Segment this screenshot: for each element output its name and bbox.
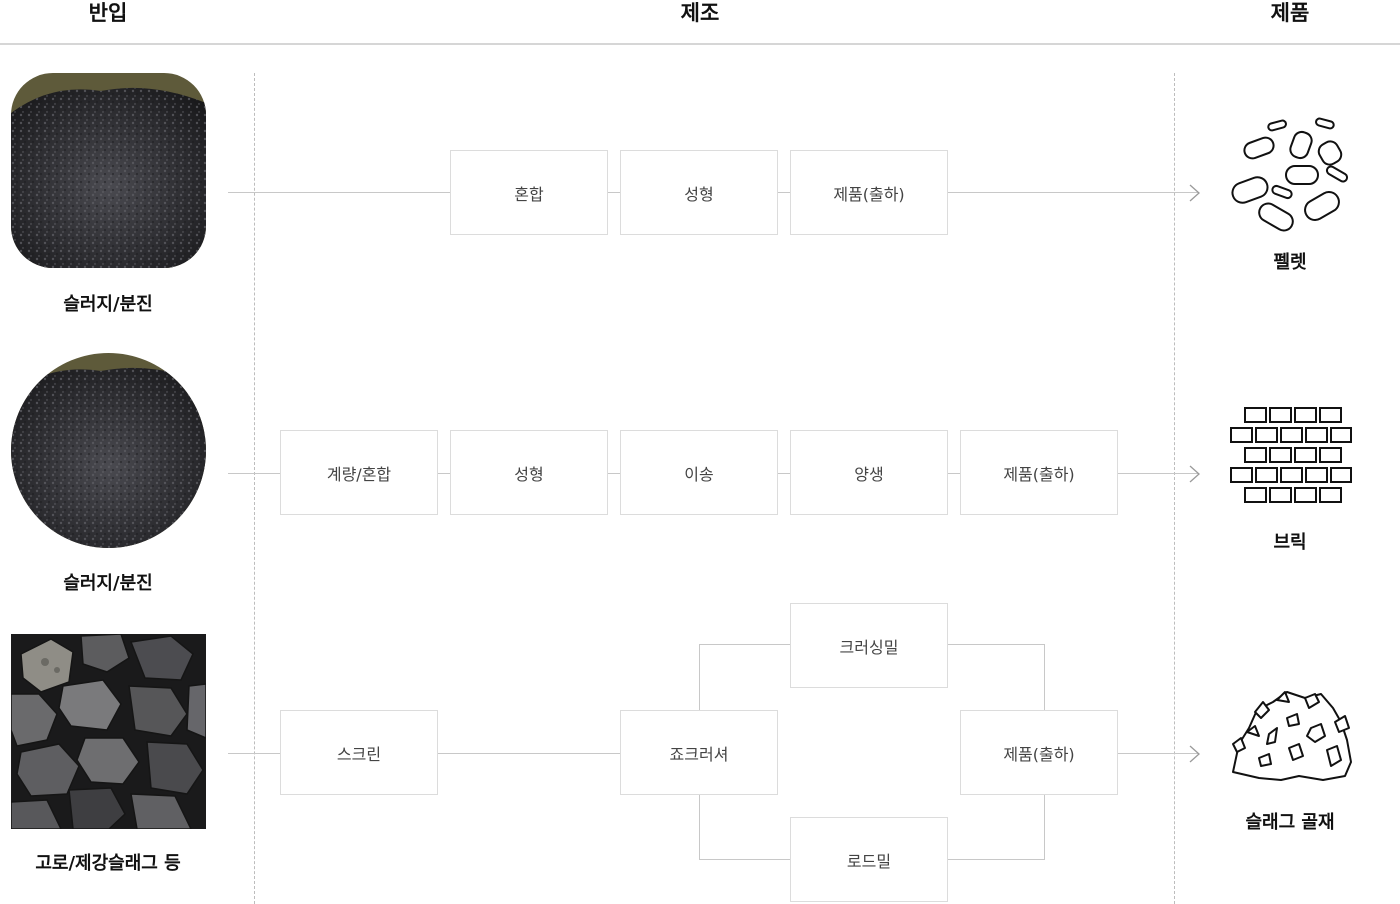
flow-line xyxy=(1118,473,1198,474)
flow-line xyxy=(228,753,280,754)
flow-line xyxy=(608,473,620,474)
flow-line xyxy=(438,473,450,474)
flow-line xyxy=(948,473,960,474)
arrow-right-icon xyxy=(1188,184,1202,202)
product-label-row2: 브릭 xyxy=(1190,528,1390,554)
step-rod-mill: 로드밀 xyxy=(790,817,948,902)
header-product: 제품 xyxy=(1190,0,1390,26)
flow-line xyxy=(1118,753,1198,754)
header-divider xyxy=(0,43,1400,45)
brick-icon xyxy=(1229,406,1353,504)
flow-line xyxy=(948,644,1045,645)
step-molding: 성형 xyxy=(450,430,608,515)
product-label-row1: 펠렛 xyxy=(1190,248,1390,274)
product-column-divider xyxy=(1174,73,1175,904)
header-process: 제조 xyxy=(600,0,800,26)
step-product-shipping: 제품(출하) xyxy=(790,150,948,235)
flow-line xyxy=(608,192,620,193)
step-curing: 양생 xyxy=(790,430,948,515)
input-label-row3: 고로/제강슬래그 등 xyxy=(8,849,208,875)
step-molding: 성형 xyxy=(620,150,778,235)
flow-line xyxy=(228,192,450,193)
step-jaw-crusher: 죠크러셔 xyxy=(620,710,778,795)
header-input: 반입 xyxy=(8,0,208,26)
step-transfer: 이송 xyxy=(620,430,778,515)
step-mixing: 혼합 xyxy=(450,150,608,235)
sludge-dust-photo xyxy=(11,353,206,548)
flow-line xyxy=(1044,644,1045,710)
flow-line xyxy=(699,859,790,860)
arrow-right-icon xyxy=(1188,745,1202,763)
step-product-shipping: 제품(출하) xyxy=(960,710,1118,795)
flow-line xyxy=(948,192,1198,193)
flow-line xyxy=(1044,795,1045,860)
flow-line xyxy=(699,644,700,710)
step-screen: 스크린 xyxy=(280,710,438,795)
pellet-icon xyxy=(1228,116,1354,236)
input-column-divider xyxy=(254,73,255,904)
flow-line xyxy=(699,644,790,645)
product-label-row3: 슬래그 골재 xyxy=(1190,808,1390,834)
arrow-right-icon xyxy=(1188,465,1202,483)
flow-line xyxy=(778,192,790,193)
flow-line xyxy=(699,795,700,860)
input-label-row2: 슬러지/분진 xyxy=(8,569,208,595)
flow-line xyxy=(438,753,620,754)
step-product-shipping: 제품(출하) xyxy=(960,430,1118,515)
slag-rocks-photo xyxy=(11,634,206,829)
flow-line xyxy=(948,859,1045,860)
step-weighing-mixing: 계량/혼합 xyxy=(280,430,438,515)
flow-line xyxy=(778,473,790,474)
sludge-dust-photo xyxy=(11,73,206,268)
step-crushing-mill: 크러싱밀 xyxy=(790,603,948,688)
input-label-row1: 슬러지/분진 xyxy=(8,290,208,316)
flow-line xyxy=(228,473,280,474)
slag-aggregate-icon xyxy=(1229,688,1353,784)
